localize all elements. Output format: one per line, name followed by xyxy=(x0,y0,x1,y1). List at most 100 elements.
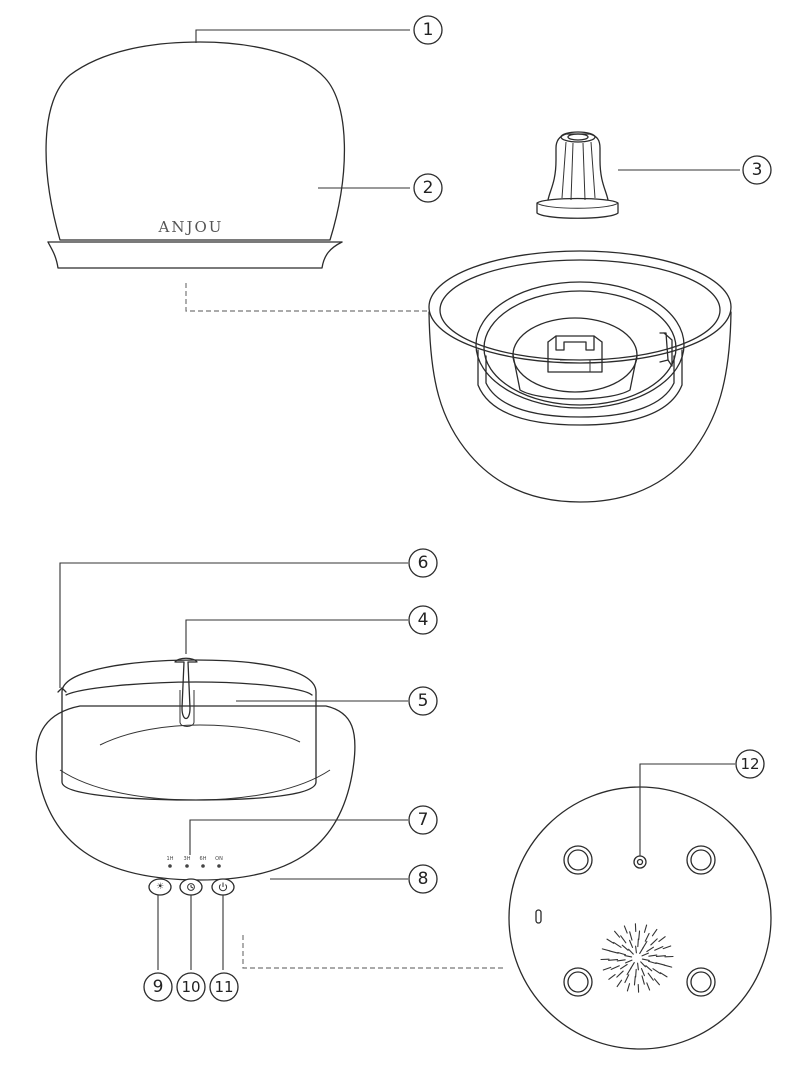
vent-slot xyxy=(638,963,639,970)
vent-slot xyxy=(664,965,672,967)
leader-4 xyxy=(186,620,408,654)
svg-text:11: 11 xyxy=(214,978,233,996)
vent-slot xyxy=(646,966,652,971)
vent-slot xyxy=(659,937,665,942)
callout-1: 1 xyxy=(414,16,442,44)
timer-label-3h: 3H xyxy=(184,856,191,862)
alignment-line-bottom xyxy=(243,935,505,968)
timer-label-6h: 6H xyxy=(200,856,207,862)
cover: ANJOU xyxy=(46,42,344,268)
power-button[interactable] xyxy=(212,879,234,895)
foot-bottom-right xyxy=(687,968,715,996)
vent-slot xyxy=(642,953,648,956)
vent-slot xyxy=(609,951,618,953)
vent-slot xyxy=(651,939,657,945)
timer-led-on xyxy=(217,864,221,868)
svg-text:5: 5 xyxy=(418,691,429,711)
vent-slot xyxy=(655,947,663,951)
vent-slot xyxy=(622,945,628,950)
vent-slot xyxy=(602,949,610,951)
svg-text:4: 4 xyxy=(418,610,429,630)
timer-led-6h xyxy=(201,864,205,868)
vent-slot xyxy=(653,969,660,974)
alignment-line-top xyxy=(186,283,430,311)
callout-5: 5 xyxy=(409,687,437,715)
brand-logo: ANJOU xyxy=(158,218,224,236)
vent-slot xyxy=(660,973,667,977)
vent-slot xyxy=(607,939,614,943)
vent-slot xyxy=(639,931,640,940)
assembled-unit: 1H 3H 6H ON ☀ xyxy=(36,658,355,895)
vent-slot xyxy=(625,956,632,957)
callout-7: 7 xyxy=(409,806,437,834)
callout-9: 9 xyxy=(144,973,172,1001)
svg-text:3: 3 xyxy=(752,160,763,180)
vent-slot xyxy=(647,983,650,990)
vent-slot xyxy=(621,936,626,943)
light-button[interactable]: ☀ xyxy=(149,879,171,895)
vent-slot xyxy=(652,929,656,935)
drain-slot xyxy=(536,910,541,923)
vent-slot xyxy=(642,976,644,984)
vent-slot xyxy=(629,949,634,954)
vent-slot xyxy=(618,953,626,955)
vent-slot xyxy=(617,971,623,977)
callout-6: 6 xyxy=(409,549,437,577)
vent-slot xyxy=(627,968,631,975)
vent-slot xyxy=(625,975,629,983)
leader-6 xyxy=(60,563,408,688)
svg-text:7: 7 xyxy=(418,810,429,830)
foot-top-right xyxy=(687,846,715,874)
foot-bottom-left xyxy=(564,968,592,996)
air-vent xyxy=(601,924,673,992)
vent-slot xyxy=(636,946,637,953)
vent-slot xyxy=(630,932,632,940)
callout-8: 8 xyxy=(409,865,437,893)
callout-11: 11 xyxy=(210,973,238,1001)
leader-1 xyxy=(196,30,410,43)
timer-button[interactable] xyxy=(180,879,202,895)
timer-label-on: ON xyxy=(215,856,223,862)
callout-2: 2 xyxy=(414,174,442,202)
vent-slot xyxy=(636,969,637,977)
timer-led-1h xyxy=(168,864,172,868)
svg-text:8: 8 xyxy=(418,869,429,889)
vent-slot xyxy=(614,942,621,947)
callout-10: 10 xyxy=(177,973,205,1001)
vent-slot xyxy=(638,939,639,947)
callout-4: 4 xyxy=(409,606,437,634)
vent-slot xyxy=(609,960,618,961)
svg-text:9: 9 xyxy=(153,977,164,997)
timer-indicators: 1H 3H 6H ON xyxy=(167,856,224,868)
vent-slot xyxy=(615,931,620,937)
power-socket xyxy=(634,856,646,868)
vent-slot xyxy=(624,926,627,933)
vent-slot xyxy=(627,984,629,991)
vent-slot xyxy=(648,973,653,980)
callout-3: 3 xyxy=(743,156,771,184)
vent-slot xyxy=(656,956,665,957)
vent-slot xyxy=(617,960,625,961)
vent-slot xyxy=(644,925,646,932)
leader-7 xyxy=(190,820,408,855)
vent-slot xyxy=(656,963,665,965)
vent-slot xyxy=(617,980,621,986)
timer-label-1h: 1H xyxy=(167,856,174,862)
vent-slot xyxy=(609,975,615,980)
vent-slot xyxy=(641,969,644,976)
vent-slot xyxy=(647,947,654,951)
vent-slot xyxy=(626,960,632,963)
svg-text:1: 1 xyxy=(423,20,434,40)
svg-text:6: 6 xyxy=(418,553,429,573)
callout-12: 12 xyxy=(736,750,764,778)
sun-icon: ☀ xyxy=(156,882,164,892)
nozzle-cap xyxy=(537,132,618,218)
vent-slot xyxy=(643,941,647,948)
tank-base xyxy=(429,251,731,502)
vent-slot xyxy=(648,961,656,963)
vent-slot xyxy=(603,967,610,970)
timer-led-3h xyxy=(185,864,189,868)
vent-slot xyxy=(621,964,628,968)
vent-slot xyxy=(663,946,670,949)
